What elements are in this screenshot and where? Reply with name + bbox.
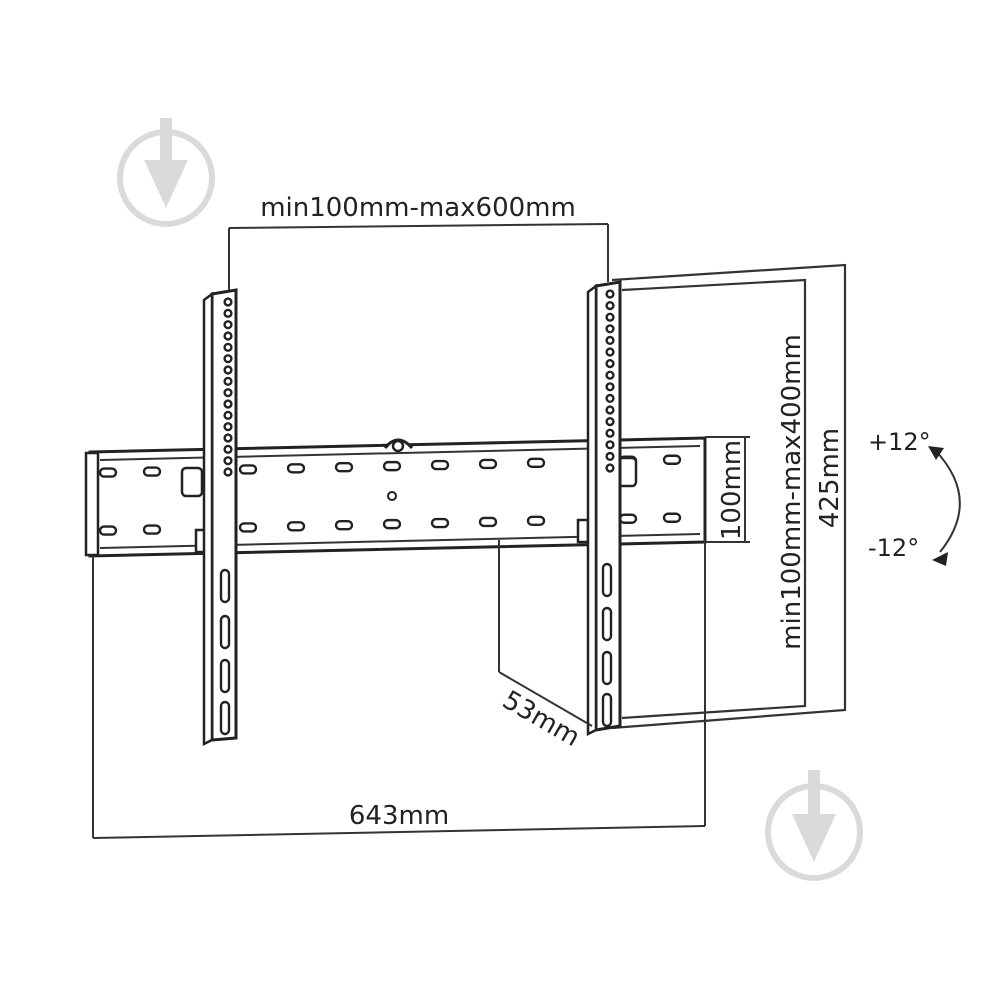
arm-hole	[223, 354, 233, 364]
arm-hole	[223, 376, 233, 386]
label-tilt-up: +12°	[868, 428, 931, 456]
arm-hole	[223, 399, 233, 409]
rail-slot	[238, 464, 258, 475]
wall-plate-slots-bottom	[98, 512, 682, 536]
tilt-indicator: +12° -12°	[868, 428, 961, 566]
rail-slot	[238, 522, 258, 533]
tilt-arrow-down-icon	[932, 552, 948, 566]
arm-hole	[605, 347, 615, 357]
arm-hole	[605, 301, 615, 311]
rail-slot	[618, 513, 638, 524]
arm-hole	[605, 393, 615, 404]
label-total-width: 643mm	[349, 801, 449, 831]
arm-slot	[601, 606, 613, 642]
arm-hole	[223, 331, 233, 341]
watermark-logo-bottom	[765, 770, 863, 881]
rail-slot	[478, 458, 498, 470]
dimension-horizontal-vesa: min100mm-max600mm	[228, 193, 609, 290]
watermark-logo-top	[117, 118, 215, 227]
dimension-total-width: 643mm	[92, 540, 706, 839]
arm-hole	[223, 365, 233, 375]
arm-hole	[223, 456, 233, 466]
arm-hole	[223, 433, 233, 443]
rail-slot	[142, 466, 162, 477]
arm-hole	[605, 359, 615, 369]
rail-slot	[286, 521, 306, 532]
rail-slot	[662, 454, 682, 465]
arm-holes-right	[605, 289, 615, 473]
label-rail-height: 100mm	[717, 440, 747, 540]
rail-slot	[526, 457, 546, 469]
arm-hole	[605, 463, 615, 473]
arm-hole	[605, 428, 615, 438]
arm-hole	[223, 308, 233, 318]
arm-hole	[605, 370, 615, 380]
arm-slot	[601, 692, 613, 728]
wall-plate-slots-top	[98, 454, 682, 478]
arm-hole	[223, 342, 233, 352]
rail-slot	[382, 460, 402, 472]
arm-slots-left	[219, 568, 231, 736]
arm-slot	[601, 650, 613, 686]
arm-hole	[605, 289, 615, 299]
arm-hole	[605, 335, 615, 346]
label-bracket-height: 425mm	[815, 428, 845, 528]
rail-slot	[430, 517, 450, 529]
rail-slot	[334, 520, 354, 531]
arm-hole	[223, 410, 233, 420]
arm-hole	[223, 467, 233, 477]
arm-hole	[605, 312, 615, 322]
rail-slot	[526, 515, 546, 527]
arm-slot	[219, 658, 231, 694]
arm-hole	[605, 440, 615, 450]
arm-hole	[605, 382, 615, 392]
rail-slot	[286, 463, 306, 474]
arm-slot	[601, 562, 613, 598]
rail-slot	[334, 462, 354, 473]
rail-slot	[98, 467, 118, 478]
arm-hole	[605, 417, 615, 427]
rail-hook	[383, 438, 414, 501]
rail-slot	[478, 516, 498, 528]
arm-slot	[219, 700, 231, 736]
dimension-rail-height: 100mm	[705, 436, 750, 543]
dimension-depth: 53mm	[497, 540, 593, 753]
label-vertical-vesa: min100mm-max400mm	[777, 334, 807, 650]
arm-hole	[223, 320, 233, 330]
arm-hole	[223, 422, 233, 432]
rail-slot	[382, 518, 402, 530]
arm-slot	[219, 614, 231, 650]
arm-slots-right	[601, 562, 613, 728]
arm-hole	[605, 405, 615, 415]
rail-slot	[98, 525, 118, 536]
arm-slot	[219, 568, 231, 604]
arm-hole	[223, 444, 233, 454]
arm-hole	[223, 388, 233, 398]
label-tilt-down: -12°	[868, 534, 919, 562]
rail-slot	[662, 512, 682, 523]
arm-holes-left	[223, 297, 233, 477]
arm-hole	[605, 324, 615, 334]
rail-slot	[430, 459, 450, 471]
label-horizontal-vesa: min100mm-max600mm	[260, 193, 576, 223]
arm-hole	[605, 451, 615, 462]
arm-hole	[223, 297, 233, 307]
tv-panel-outline	[611, 263, 847, 730]
rail-slot	[142, 524, 162, 535]
